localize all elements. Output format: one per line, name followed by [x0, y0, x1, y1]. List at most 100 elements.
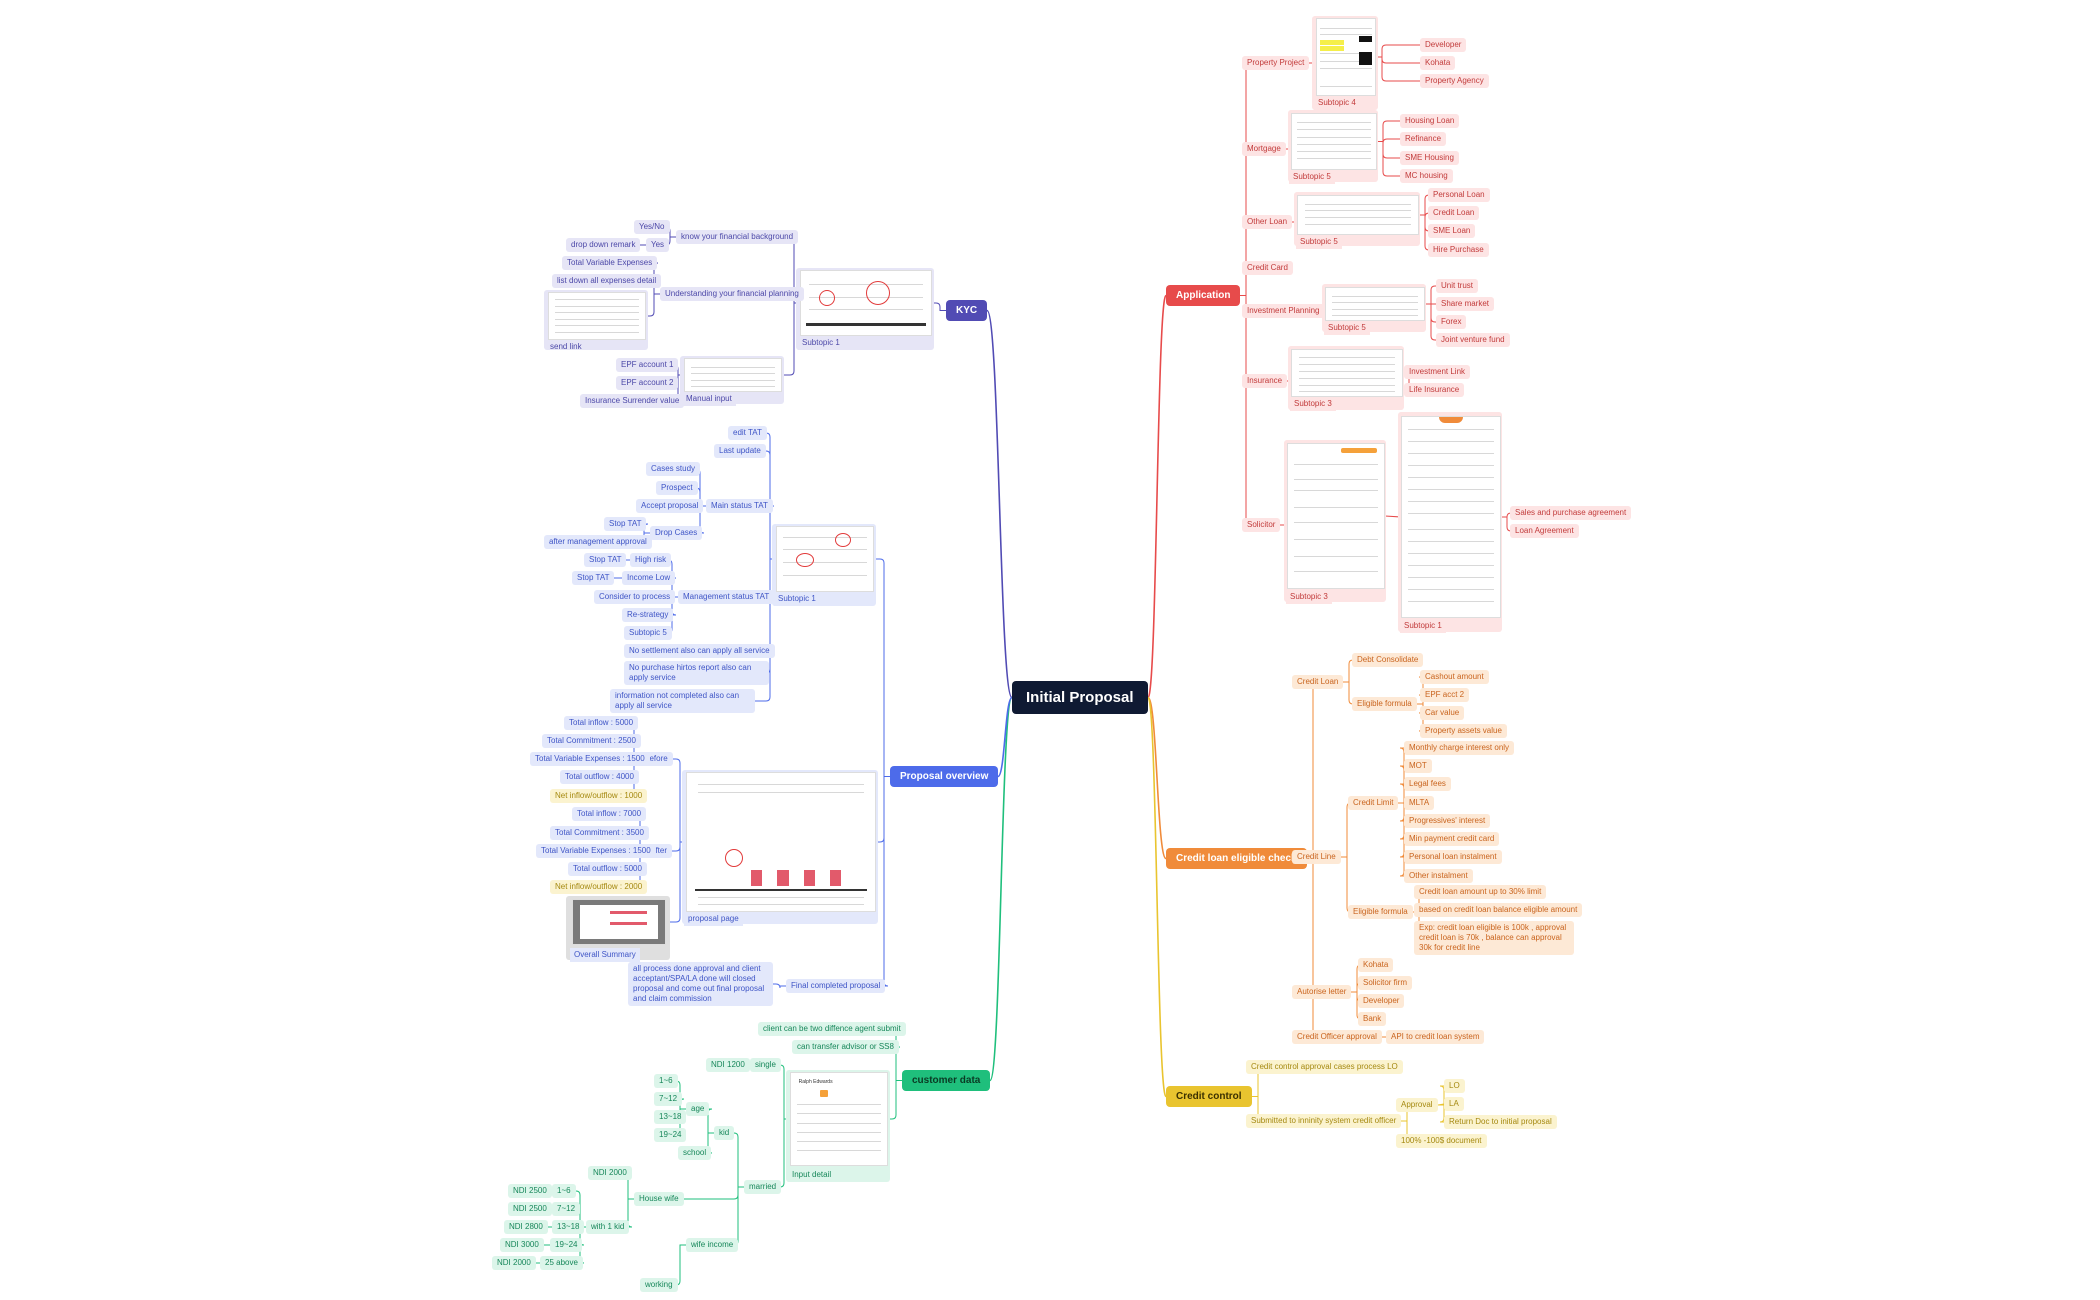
cases-study[interactable]: Cases study — [646, 462, 701, 476]
epf-account-1[interactable]: EPF account 1 — [616, 358, 679, 372]
list-down-expenses[interactable]: list down all expenses detail — [552, 274, 662, 288]
kid-ndi-2[interactable]: NDI 2500 — [508, 1202, 552, 1216]
main-topic-customer-data[interactable]: customer data — [902, 1070, 991, 1091]
loan-credit-loan[interactable]: Credit Loan — [1428, 206, 1480, 220]
loan-personal-loan[interactable]: Personal Loan — [1428, 188, 1490, 202]
after-total-outflow[interactable]: Total outflow : 5000 — [568, 862, 647, 876]
ndi-single[interactable]: NDI 1200 — [706, 1058, 750, 1072]
stop-tat-income-low[interactable]: Stop TAT — [572, 571, 615, 585]
wife-income[interactable]: wife income — [686, 1238, 739, 1252]
epf-acct-2[interactable]: EPF acct 2 — [1420, 688, 1470, 702]
topic-credit-officer-approval[interactable]: Credit Officer approval — [1292, 1030, 1382, 1044]
limit-monthly-charge[interactable]: Monthly charge interest only — [1404, 741, 1515, 755]
autorise-bank[interactable]: Bank — [1358, 1012, 1387, 1026]
autorise-solicitor-firm[interactable]: Solicitor firm — [1358, 976, 1413, 990]
credit-control-approval-lo[interactable]: Credit control approval cases process LO — [1246, 1060, 1403, 1074]
kid-age-3[interactable]: 13~18 — [552, 1220, 585, 1234]
before-total-outflow[interactable]: Total outflow : 4000 — [560, 770, 639, 784]
limit-other-instalment[interactable]: Other instalment — [1404, 869, 1473, 883]
with-1-kid[interactable]: with 1 kid — [586, 1220, 630, 1234]
after-net[interactable]: Net inflow/outflow : 2000 — [550, 880, 648, 894]
invest-unit-trust[interactable]: Unit trust — [1436, 279, 1479, 293]
prospect[interactable]: Prospect — [656, 481, 698, 495]
school[interactable]: school — [678, 1146, 712, 1160]
insurance-surrender-value[interactable]: Insurance Surrender value — [580, 394, 685, 408]
api-credit-loan-system[interactable]: API to credit loan system — [1386, 1030, 1485, 1044]
kid-ndi-3[interactable]: NDI 2800 — [504, 1220, 548, 1234]
invest-forex[interactable]: Forex — [1436, 315, 1467, 329]
property-assets-value[interactable]: Property assets value — [1420, 724, 1507, 738]
limit-mot[interactable]: MOT — [1404, 759, 1432, 773]
final-proposal-note[interactable]: all process done approval and client acc… — [628, 962, 773, 1006]
mortgage-refinance[interactable]: Refinance — [1400, 132, 1447, 146]
kid[interactable]: kid — [714, 1126, 735, 1140]
topic-solicitor[interactable]: Solicitor — [1242, 518, 1281, 532]
invest-joint-venture[interactable]: Joint venture fund — [1436, 333, 1510, 347]
topic-autorise-letter[interactable]: Autorise letter — [1292, 985, 1352, 999]
main-topic-credit-control[interactable]: Credit control — [1166, 1086, 1252, 1107]
no-purchase-history[interactable]: No purchase hirtos report also can apply… — [624, 661, 769, 685]
after-total-variable[interactable]: Total Variable Expenses : 1500 — [536, 844, 656, 858]
loan-sme-loan[interactable]: SME Loan — [1428, 224, 1476, 238]
credit-limit[interactable]: Credit Limit — [1348, 796, 1399, 810]
income-low[interactable]: Income Low — [622, 571, 676, 585]
house-wife[interactable]: House wife — [634, 1192, 684, 1206]
mortgage-housing-loan[interactable]: Housing Loan — [1400, 114, 1460, 128]
autorise-kohata[interactable]: Kohata — [1358, 958, 1394, 972]
understanding-financial-planning[interactable]: Understanding your financial planning — [660, 287, 804, 301]
property-kohata[interactable]: Kohata — [1420, 56, 1456, 70]
single[interactable]: single — [750, 1058, 781, 1072]
topic-insurance[interactable]: Insurance — [1242, 374, 1288, 388]
age-7-12[interactable]: 7~12 — [654, 1092, 683, 1106]
property-developer[interactable]: Developer — [1420, 38, 1467, 52]
topic-property-project[interactable]: Property Project — [1242, 56, 1310, 70]
car-value[interactable]: Car value — [1420, 706, 1465, 720]
final-completed-proposal[interactable]: Final completed proposal — [786, 979, 886, 993]
age[interactable]: age — [686, 1102, 710, 1116]
limit-personal-loan-instalment[interactable]: Personal loan instalment — [1404, 850, 1502, 864]
edit-tat[interactable]: edit TAT — [728, 426, 767, 440]
yes[interactable]: Yes — [646, 238, 670, 252]
re-strategy[interactable]: Re-strategy — [622, 608, 674, 622]
before-total-inflow[interactable]: Total inflow : 5000 — [564, 716, 639, 730]
before-total-variable[interactable]: Total Variable Expenses : 1500 — [530, 752, 650, 766]
no-settlement[interactable]: No settlement also can apply all service — [624, 644, 775, 658]
stop-tat-drop[interactable]: Stop TAT — [604, 517, 647, 531]
limit-min-payment-credit-card[interactable]: Min payment credit card — [1404, 832, 1500, 846]
main-topic-proposal-overview[interactable]: Proposal overview — [890, 766, 999, 787]
age-1-6[interactable]: 1~6 — [654, 1074, 678, 1088]
management-status-tat[interactable]: Management status TAT — [678, 590, 775, 604]
topic-investment-planning[interactable]: Investment Planning — [1242, 304, 1325, 318]
mortgage-mc-housing[interactable]: MC housing — [1400, 169, 1453, 183]
kid-age-5[interactable]: 25 above — [540, 1256, 583, 1270]
approval-la[interactable]: LA — [1444, 1097, 1464, 1111]
kid-ndi-1[interactable]: NDI 2500 — [508, 1184, 552, 1198]
main-topic-application[interactable]: Application — [1166, 285, 1241, 306]
kid-age-2[interactable]: 7~12 — [552, 1202, 581, 1216]
two-agent-submit[interactable]: client can be two diffence agent submit — [758, 1022, 906, 1036]
topic-other-loan[interactable]: Other Loan — [1242, 215, 1293, 229]
solicitor-sales-purchase[interactable]: Sales and purchase agreement — [1510, 506, 1632, 520]
after-total-commitment[interactable]: Total Commitment : 3500 — [550, 826, 649, 840]
transfer-advisor[interactable]: can transfer advisor or SS8 — [792, 1040, 899, 1054]
main-topic-credit-loan-check[interactable]: Credit loan eligible check — [1166, 848, 1307, 869]
formula-balance-eligible[interactable]: based on credit loan balance eligible am… — [1414, 903, 1583, 917]
autorise-developer[interactable]: Developer — [1358, 994, 1405, 1008]
age-19-24[interactable]: 19~24 — [654, 1128, 687, 1142]
married[interactable]: married — [744, 1180, 782, 1194]
approval[interactable]: Approval — [1396, 1098, 1438, 1112]
last-update[interactable]: Last update — [714, 444, 766, 458]
credit-loan-eligible-formula[interactable]: Eligible formula — [1352, 697, 1417, 711]
consider-to-process[interactable]: Consider to process — [594, 590, 676, 604]
accept-proposal[interactable]: Accept proposal — [636, 499, 704, 513]
high-risk[interactable]: High risk — [630, 553, 672, 567]
insurance-life[interactable]: Life Insurance — [1404, 383, 1465, 397]
document-complete[interactable]: 100% -100$ document — [1396, 1134, 1487, 1148]
root-topic[interactable]: Initial Proposal — [1012, 681, 1148, 714]
solicitor-loan-agreement[interactable]: Loan Agreement — [1510, 524, 1579, 538]
before-total-commitment[interactable]: Total Commitment : 2500 — [542, 734, 641, 748]
loan-hire-purchase[interactable]: Hire Purchase — [1428, 243, 1489, 257]
main-topic-kyc[interactable]: KYC — [946, 300, 988, 321]
total-variable-expenses[interactable]: Total Variable Expenses — [562, 256, 658, 270]
drop-down-remark[interactable]: drop down remark — [566, 238, 641, 252]
